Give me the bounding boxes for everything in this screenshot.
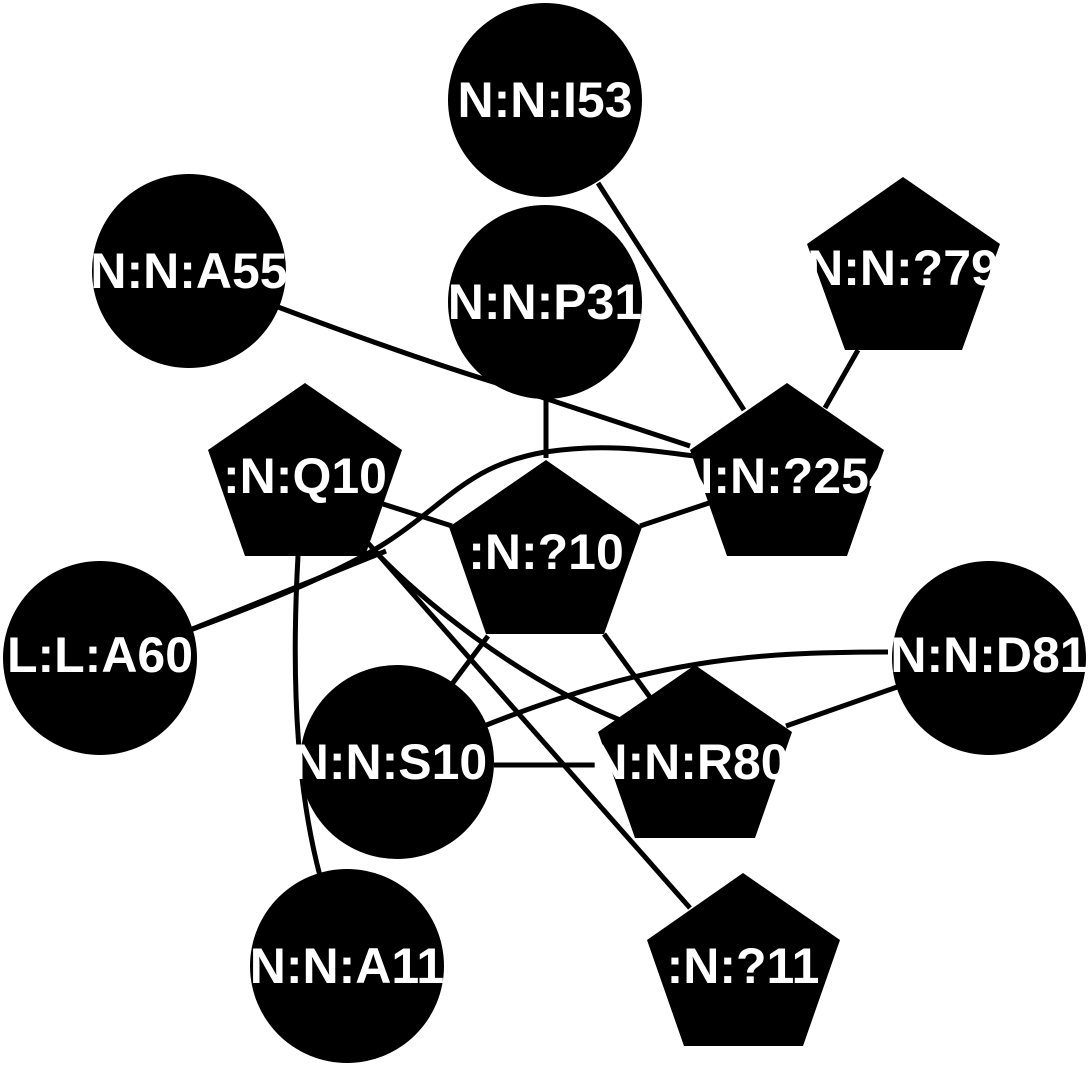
node-A11-circle (250, 869, 444, 1063)
node-q11[interactable]: :N:?11 (647, 873, 840, 1046)
node-Q10-label: :N:Q10 (223, 448, 387, 504)
node-P31-label: N:N:P31 (448, 274, 642, 330)
node-q254-pentagon (690, 383, 884, 556)
node-Q10-pentagon (208, 383, 402, 556)
node-A60-circle (3, 561, 197, 755)
edges-layer (189, 181, 901, 910)
node-q79[interactable]: N:N:?79 (807, 177, 1000, 350)
node-Q10[interactable]: :N:Q10 (208, 383, 402, 556)
node-R80-pentagon (598, 665, 792, 838)
edge-Q10-q11 (366, 541, 692, 910)
node-I53-circle (448, 3, 642, 197)
node-q79-pentagon (807, 177, 1000, 350)
node-R80[interactable]: N:N:R80 (591, 665, 792, 838)
node-S10-circle (300, 665, 494, 859)
node-D81-circle (892, 561, 1086, 755)
edge-Q10-R80 (370, 546, 621, 723)
edge-q10-R80 (601, 632, 655, 702)
node-q10-label: :N:?10 (468, 524, 624, 580)
node-q10-pentagon (449, 460, 642, 634)
node-S10[interactable]: N:N:S10 (293, 665, 494, 859)
edge-q79-q254 (822, 348, 861, 410)
edge-P31-q254 (519, 387, 691, 449)
node-I53[interactable]: N:N:I53 (448, 3, 642, 197)
node-S10-label: N:N:S10 (293, 734, 487, 790)
node-A55[interactable]: N:N:A55 (90, 174, 288, 368)
edge-S10-D81 (483, 649, 889, 729)
node-q254-label: N:N:?254 (677, 448, 897, 504)
node-A60[interactable]: L:L:A60 (3, 561, 197, 755)
node-q11-pentagon (647, 873, 840, 1046)
edge-A60-Q10 (189, 548, 387, 633)
node-A11-label: N:N:A11 (250, 938, 444, 994)
edge-I53-q254 (595, 181, 747, 412)
node-D81[interactable]: N:N:D81 (890, 561, 1088, 755)
edge-q10-q254 (639, 499, 713, 529)
node-q11-label: :N:?11 (667, 938, 820, 994)
node-P31[interactable]: N:N:P31 (448, 205, 642, 399)
node-D81-label: N:N:D81 (890, 627, 1087, 683)
node-A60-label: L:L:A60 (7, 627, 193, 683)
node-I53-label: N:N:I53 (457, 72, 632, 128)
node-q79-label: N:N:?79 (807, 240, 999, 296)
node-R80-label: N:N:R80 (591, 734, 788, 790)
node-q254[interactable]: N:N:?254 (677, 383, 897, 556)
node-P31-circle (448, 205, 642, 399)
edge-R80-D81 (785, 683, 901, 729)
node-A55-circle (92, 174, 286, 368)
edge-Q10-A11 (292, 555, 323, 877)
edge-Q10-q10 (382, 501, 453, 529)
nodes-layer: N:N:I53 N:N:A55 N:N:P31 N:N:?79 :N:Q10 N… (3, 3, 1088, 1063)
node-q10[interactable]: :N:?10 (449, 460, 642, 634)
node-A11[interactable]: N:N:A11 (250, 869, 444, 1063)
node-A55-label: N:N:A55 (90, 243, 287, 299)
edge-q10-S10 (450, 634, 490, 686)
